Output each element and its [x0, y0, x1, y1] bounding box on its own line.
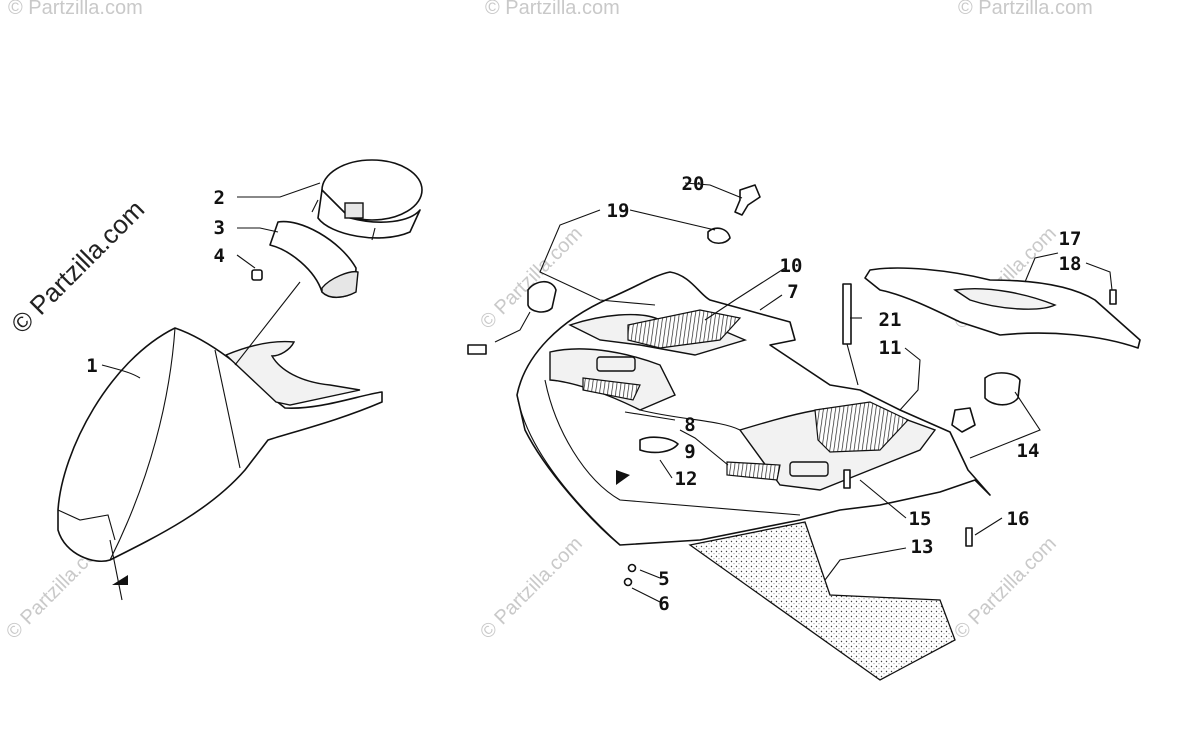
part-5-screw [627, 563, 637, 573]
callout-16: 16 [1007, 508, 1030, 530]
callout-2: 2 [214, 187, 225, 209]
watermark: © Partzilla.com [950, 533, 1061, 644]
watermark: © Partzilla.com [476, 223, 587, 334]
callout-21: 21 [879, 309, 902, 331]
right-assembly: 20 19 10 7 21 11 17 18 8 9 12 14 15 16 1… [467, 173, 1141, 681]
callout-20: 20 [682, 173, 705, 195]
part-1-hood [57, 327, 383, 562]
part-1-neck [224, 340, 361, 406]
part-20-key [734, 184, 761, 216]
callout-13: 13 [911, 536, 934, 558]
callout-14: 14 [1017, 440, 1040, 462]
watermark: © Partzilla.com [485, 0, 620, 19]
console-inner-left [549, 348, 676, 411]
part-1-crease [109, 327, 176, 561]
console-slot [789, 461, 829, 477]
part-14-nut [951, 407, 976, 433]
console-slot [596, 356, 636, 372]
callout-4: 4 [214, 245, 225, 267]
part-13-base-pad [688, 521, 956, 681]
part-1-edge [57, 509, 116, 541]
part-11-decal [814, 401, 909, 453]
callout-8: 8 [684, 414, 695, 436]
part-2-connector [344, 202, 364, 219]
watermark: © Partzilla.com [958, 0, 1093, 19]
watermark-primary: © Partzilla.com [5, 194, 150, 339]
part-14-outlet [984, 372, 1021, 406]
part-4-nut [251, 269, 263, 281]
callout-11: 11 [879, 337, 902, 359]
part-2-gauge-body [317, 189, 421, 239]
part-12-grommet [639, 436, 679, 454]
part-6-screw [623, 577, 633, 587]
callout-9: 9 [684, 441, 695, 463]
left-assembly: 2 3 4 1 [57, 159, 423, 601]
callout-5: 5 [658, 568, 669, 590]
part-19-switch [527, 280, 557, 313]
part-19-plug [467, 344, 487, 355]
part-18-screw [1109, 289, 1117, 305]
part-21-bolt [842, 283, 852, 345]
direction-arrow [616, 470, 630, 485]
callout-10: 10 [780, 255, 803, 277]
watermark: © Partzilla.com [8, 0, 143, 19]
part-8-decal [582, 377, 641, 401]
part-19-bezel [707, 227, 731, 245]
part-9-decal [726, 461, 781, 481]
callout-15: 15 [909, 508, 932, 530]
part-1-crease [214, 349, 241, 469]
callout-3: 3 [214, 217, 225, 239]
callout-18: 18 [1059, 253, 1082, 275]
callout-6: 6 [658, 593, 669, 615]
watermark: © Partzilla.com [476, 533, 587, 644]
callout-17: 17 [1059, 228, 1082, 250]
part-3-bezel-ring [321, 271, 359, 298]
part-16-screw [965, 527, 973, 547]
callout-12: 12 [675, 468, 698, 490]
callout-19: 19 [607, 200, 630, 222]
callout-7: 7 [787, 281, 798, 303]
console-body [516, 271, 991, 546]
part-10-decal [627, 309, 742, 349]
callout-1: 1 [86, 355, 97, 377]
part-15-screw [843, 469, 851, 489]
part-17-opening [953, 287, 1057, 310]
direction-arrow [112, 575, 128, 585]
